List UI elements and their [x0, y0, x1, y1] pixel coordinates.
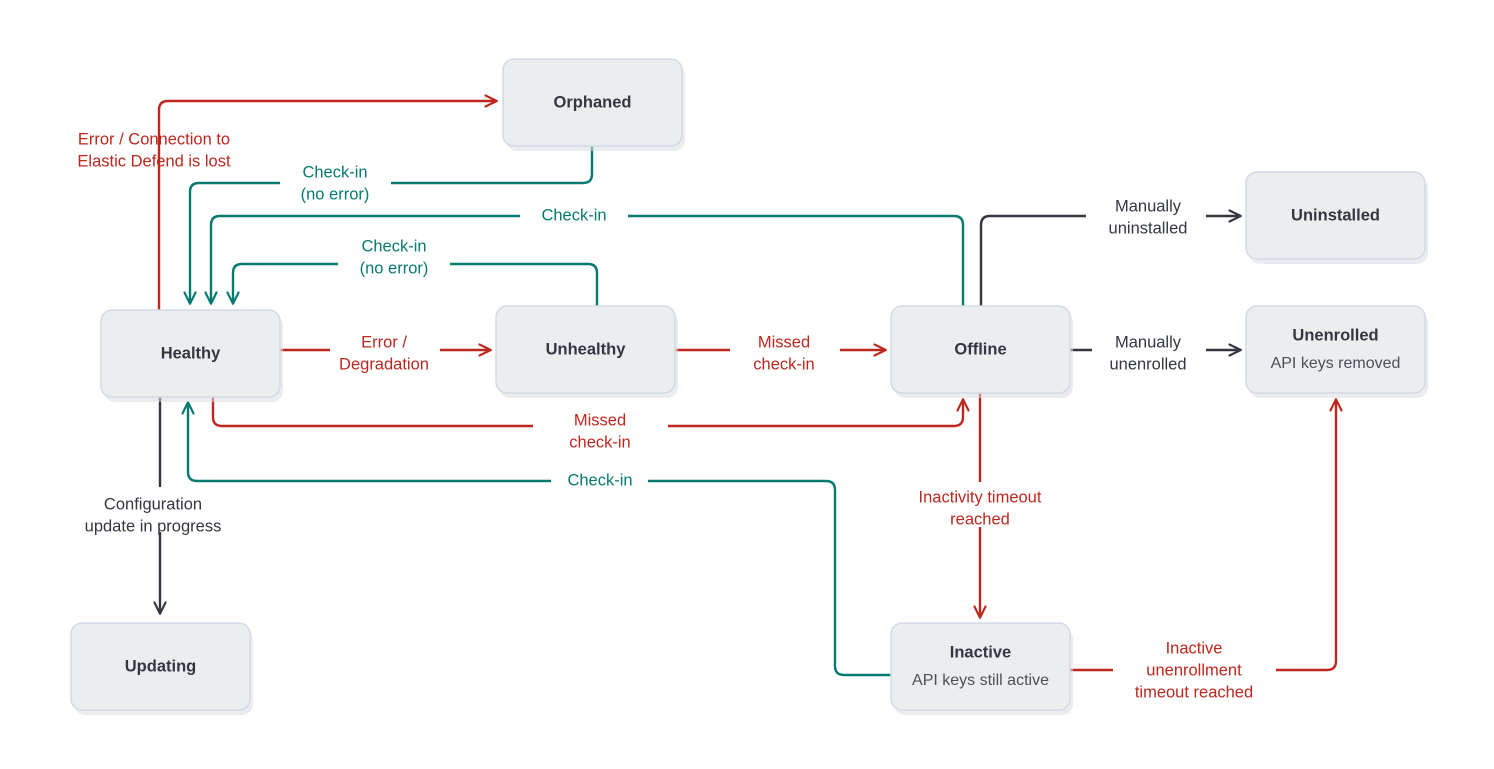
node-orphaned[interactable]: Orphaned	[502, 58, 685, 151]
edge-path	[157, 101, 496, 310]
node-rect[interactable]	[495, 305, 676, 394]
node-rect[interactable]	[1245, 171, 1426, 260]
node-title-uninstalled: Uninstalled	[1291, 206, 1380, 224]
edge-label-offline-to-unenrolled-line1: Manually	[1115, 333, 1182, 351]
edge-label-offline-to-uninstalled-line1: Manually	[1115, 197, 1182, 215]
edge-label-healthy-to-orphaned-line1: Error / Connection to	[78, 130, 230, 148]
edge-label-healthy-to-unhealthy-line2: Degradation	[339, 355, 429, 373]
edge-label-healthy-to-updating-line1: Configuration	[104, 495, 202, 513]
node-rect[interactable]	[70, 622, 251, 711]
edge-label-offline-to-uninstalled-line2: uninstalled	[1109, 219, 1188, 237]
edge-label-offline-to-unenrolled-line2: unenrolled	[1109, 355, 1186, 373]
edge-path	[188, 403, 891, 677]
node-subtitle-inactive: API keys still active	[912, 672, 1049, 689]
node-updating[interactable]: Updating	[70, 622, 253, 715]
edge-label-healthy-to-unhealthy-line1: Error /	[361, 333, 407, 351]
edge-inactive-to-healthy: Check-in	[188, 403, 891, 677]
node-rect[interactable]	[100, 309, 281, 398]
edge-path	[979, 216, 1240, 306]
edge-offline-to-healthy: Check-in	[211, 206, 965, 306]
node-title-unhealthy: Unhealthy	[546, 340, 627, 358]
edge-healthy-to-offline: Missed check-in	[211, 397, 963, 451]
node-rect[interactable]	[502, 58, 683, 147]
edge-unhealthy-to-healthy: Check-in (no error)	[233, 237, 599, 306]
edge-healthy-to-unhealthy: Error / Degradation	[280, 333, 490, 373]
edge-offline-to-unenrolled: Manually unenrolled	[1070, 333, 1240, 373]
edge-label-inactive-to-unenrolled-line2: unenrollment	[1146, 661, 1242, 679]
edge-label-inactive-to-healthy-line1: Check-in	[567, 471, 632, 489]
edge-offline-to-uninstalled: Manually uninstalled	[979, 197, 1240, 306]
node-rect[interactable]	[1245, 305, 1426, 394]
node-offline[interactable]: Offline	[890, 305, 1073, 398]
edge-label-unhealthy-to-healthy-line2: (no error)	[360, 259, 429, 277]
edge-orphaned-to-healthy: Check-in (no error)	[190, 146, 594, 303]
edge-label-unhealthy-to-offline-line1: Missed	[758, 333, 810, 351]
node-healthy[interactable]: Healthy	[100, 309, 283, 402]
node-rect[interactable]	[890, 305, 1071, 394]
edge-healthy-to-updating: Configuration update in progress	[85, 397, 222, 613]
edge-label-unhealthy-to-offline-line2: check-in	[753, 355, 814, 373]
node-rect[interactable]	[890, 622, 1071, 711]
edge-path	[211, 214, 965, 306]
edge-label-orphaned-to-healthy-line1: Check-in	[302, 163, 367, 181]
edge-offline-to-inactive: Inactivity timeout reached	[919, 393, 1042, 617]
node-title-offline: Offline	[954, 340, 1006, 358]
edge-path	[1070, 400, 1336, 672]
edge-path	[211, 397, 963, 428]
node-title-orphaned: Orphaned	[554, 93, 632, 111]
edge-label-healthy-to-offline-line2: check-in	[569, 433, 630, 451]
edge-inactive-to-unenrolled: Inactive unenrollment timeout reached	[1070, 400, 1336, 701]
node-unhealthy[interactable]: Unhealthy	[495, 305, 678, 398]
edge-label-inactive-to-unenrolled-line3: timeout reached	[1135, 683, 1253, 701]
edge-label-offline-to-inactive-line1: Inactivity timeout	[919, 488, 1042, 506]
node-title-inactive: Inactive	[950, 643, 1011, 661]
node-title-unenrolled: Unenrolled	[1292, 326, 1378, 344]
node-title-healthy: Healthy	[161, 344, 221, 362]
edge-label-healthy-to-updating-line2: update in progress	[85, 517, 222, 535]
edge-label-inactive-to-unenrolled-line1: Inactive	[1166, 639, 1223, 657]
node-title-updating: Updating	[125, 657, 197, 675]
node-inactive[interactable]: Inactive API keys still active	[890, 622, 1073, 715]
edge-label-healthy-to-offline-line1: Missed	[574, 411, 626, 429]
node-unenrolled[interactable]: Unenrolled API keys removed	[1245, 305, 1428, 398]
edge-path	[190, 146, 594, 303]
edge-label-healthy-to-orphaned-line2: Elastic Defend is lost	[77, 152, 231, 170]
edge-label-orphaned-to-healthy-line2: (no error)	[301, 185, 370, 203]
edge-healthy-to-orphaned: Error / Connection to Elastic Defend is …	[77, 101, 496, 310]
edge-label-offline-to-healthy-line1: Check-in	[541, 206, 606, 224]
edge-label-unhealthy-to-healthy-line1: Check-in	[361, 237, 426, 255]
edge-unhealthy-to-offline: Missed check-in	[675, 333, 885, 373]
edge-path	[233, 262, 599, 306]
node-subtitle-unenrolled: API keys removed	[1271, 355, 1401, 372]
edge-label-offline-to-inactive-line2: reached	[950, 510, 1010, 528]
node-uninstalled[interactable]: Uninstalled	[1245, 171, 1428, 264]
